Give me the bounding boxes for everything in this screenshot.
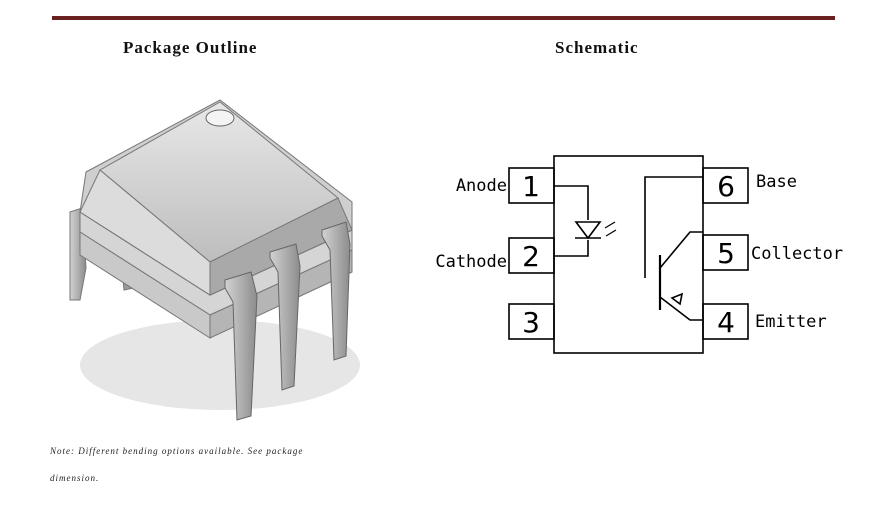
pin-number-5: 5 bbox=[717, 237, 735, 270]
pin-number-2: 2 bbox=[522, 240, 540, 273]
anode-wire bbox=[554, 185, 589, 220]
schematic-drawing: 1 2 3 4 5 6 Anode Cathode Emitter Collec… bbox=[435, 155, 843, 354]
pin-label-emitter: Emitter bbox=[755, 312, 827, 332]
pin-box-5 bbox=[702, 234, 749, 271]
emitter-wire bbox=[659, 296, 703, 321]
package-outline-drawing bbox=[69, 99, 360, 421]
pin-box-3 bbox=[508, 303, 555, 340]
pin-box-6 bbox=[702, 167, 749, 204]
front-leads bbox=[224, 221, 351, 421]
schematic-heading: Schematic bbox=[555, 38, 639, 57]
top-rule bbox=[52, 16, 835, 20]
note-line-2: dimension. bbox=[50, 473, 100, 483]
pin-number-1: 1 bbox=[522, 170, 540, 203]
cathode-wire bbox=[554, 240, 589, 257]
pin-number-4: 4 bbox=[717, 306, 735, 339]
package-outline-heading: Package Outline bbox=[123, 38, 258, 57]
pin-box-4 bbox=[702, 303, 749, 340]
pin-label-base: Base bbox=[756, 172, 797, 192]
base-wire bbox=[644, 176, 703, 278]
led-triangle bbox=[574, 221, 602, 240]
pin-label-collector: Collector bbox=[751, 244, 843, 264]
emitter-arrow bbox=[670, 292, 684, 306]
pin-number-3: 3 bbox=[522, 306, 540, 339]
pin-label-anode: Anode bbox=[456, 176, 507, 196]
pin1-marker bbox=[205, 109, 235, 127]
pin-label-cathode: Cathode bbox=[435, 252, 507, 272]
collector-wire bbox=[659, 231, 703, 269]
pin-number-6: 6 bbox=[717, 170, 735, 203]
note-line-1: Note: Different bending options availabl… bbox=[50, 446, 304, 456]
package-body bbox=[79, 99, 353, 339]
